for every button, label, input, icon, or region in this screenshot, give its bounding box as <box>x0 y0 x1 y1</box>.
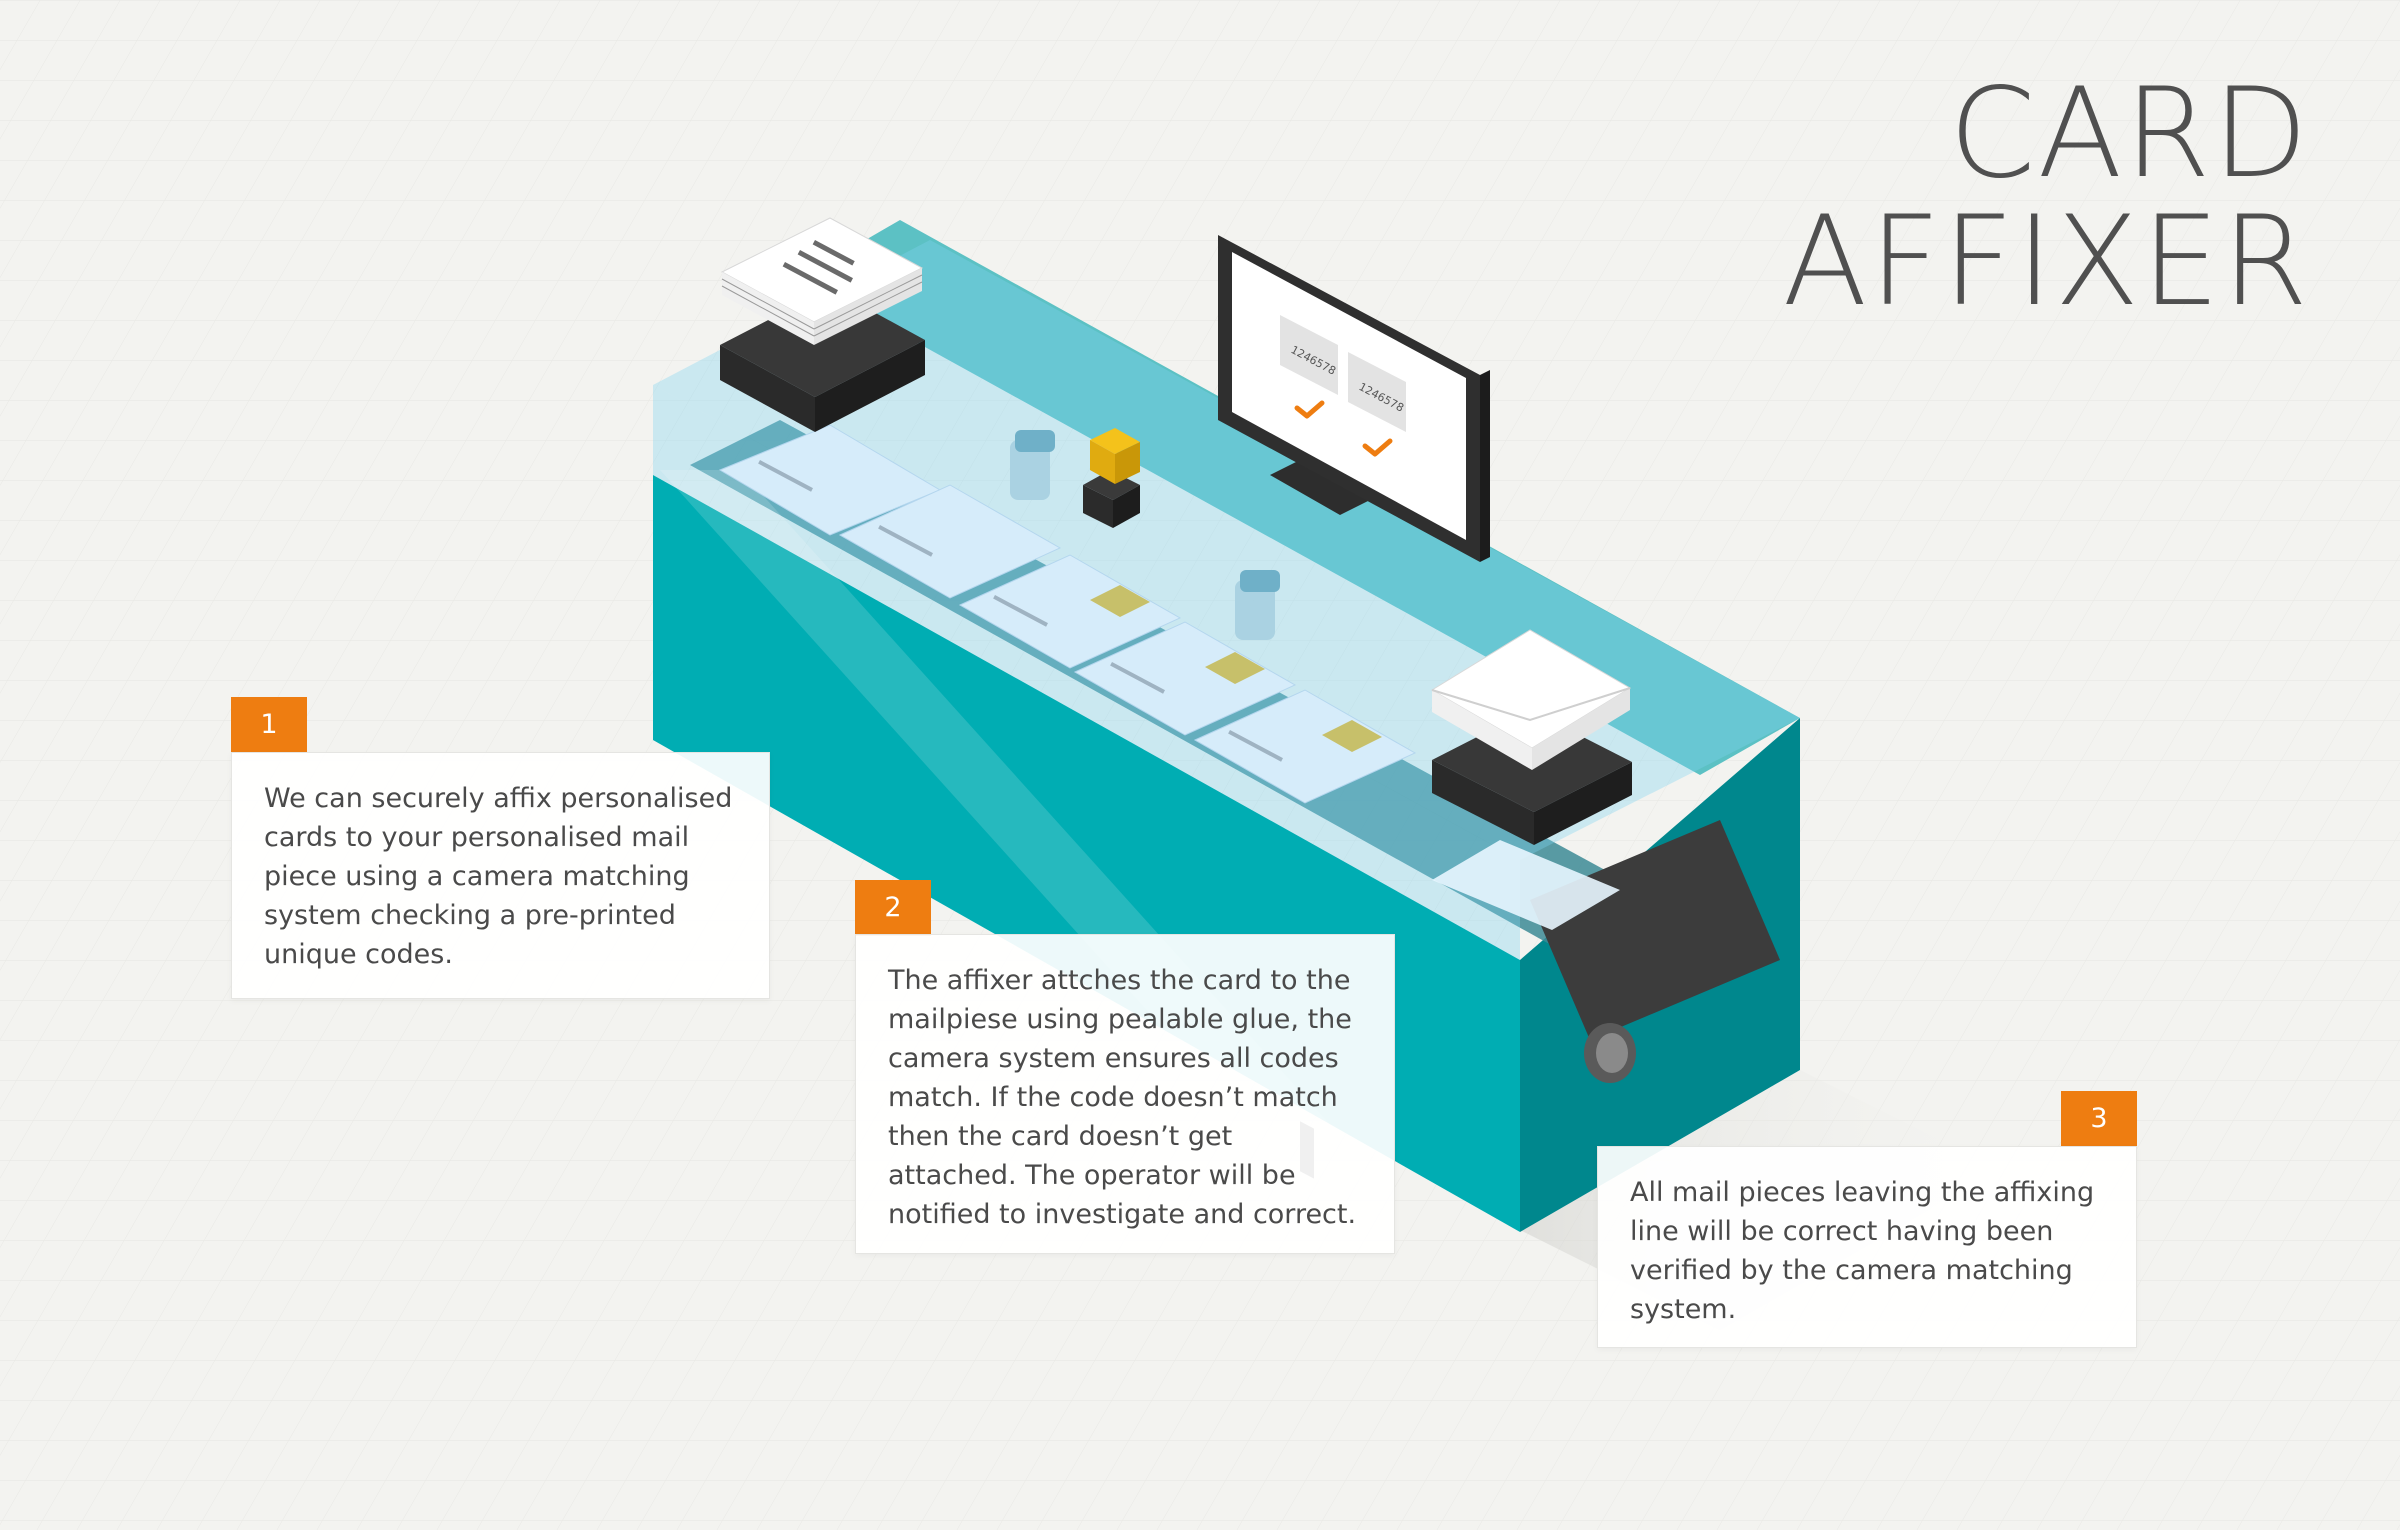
check-icon <box>1294 400 1325 419</box>
input-paper-stack <box>720 217 925 432</box>
monitor-bezel-side <box>1480 370 1490 562</box>
monitor: 1246578 1246578 <box>1218 235 1490 1179</box>
step-callout-3: All mail pieces leaving the affixing lin… <box>1597 1146 2137 1348</box>
attached-card-2 <box>1205 652 1265 684</box>
document-5 <box>1193 689 1417 804</box>
attached-card-1 <box>1090 585 1150 617</box>
output-conveyor <box>1432 820 1780 1083</box>
attached-card-3 <box>1322 720 1382 752</box>
document-2 <box>838 484 1062 599</box>
check-icon <box>1362 438 1393 457</box>
code-panel-2 <box>1348 352 1406 432</box>
document-3 <box>958 554 1182 669</box>
output-envelope-stack <box>1431 629 1632 845</box>
document-4 <box>1073 621 1297 736</box>
page-title: CARD AFFIXER <box>1783 70 2311 326</box>
title-line-2: AFFIXER <box>1782 190 2310 334</box>
step-badge-1: 1 <box>231 697 307 753</box>
step-badge-3: 3 <box>2061 1091 2137 1147</box>
card-stack <box>1090 428 1140 454</box>
camera-icon <box>1010 430 1055 500</box>
step-callout-1: We can securely affix personalised cards… <box>231 752 770 999</box>
step-callout-2: The affixer attches the card to the mail… <box>855 934 1395 1254</box>
machine-top-back <box>800 220 1800 775</box>
conveyor-documents <box>718 424 1417 804</box>
step-badge-2: 2 <box>855 880 931 936</box>
camera-icon <box>1235 570 1280 640</box>
code-panel-1 <box>1280 315 1338 395</box>
envelope-icon <box>1431 687 1631 722</box>
title-line-1: CARD <box>1948 62 2310 206</box>
monitor-stand <box>1270 450 1390 515</box>
card-affixer-unit <box>1083 428 1140 528</box>
